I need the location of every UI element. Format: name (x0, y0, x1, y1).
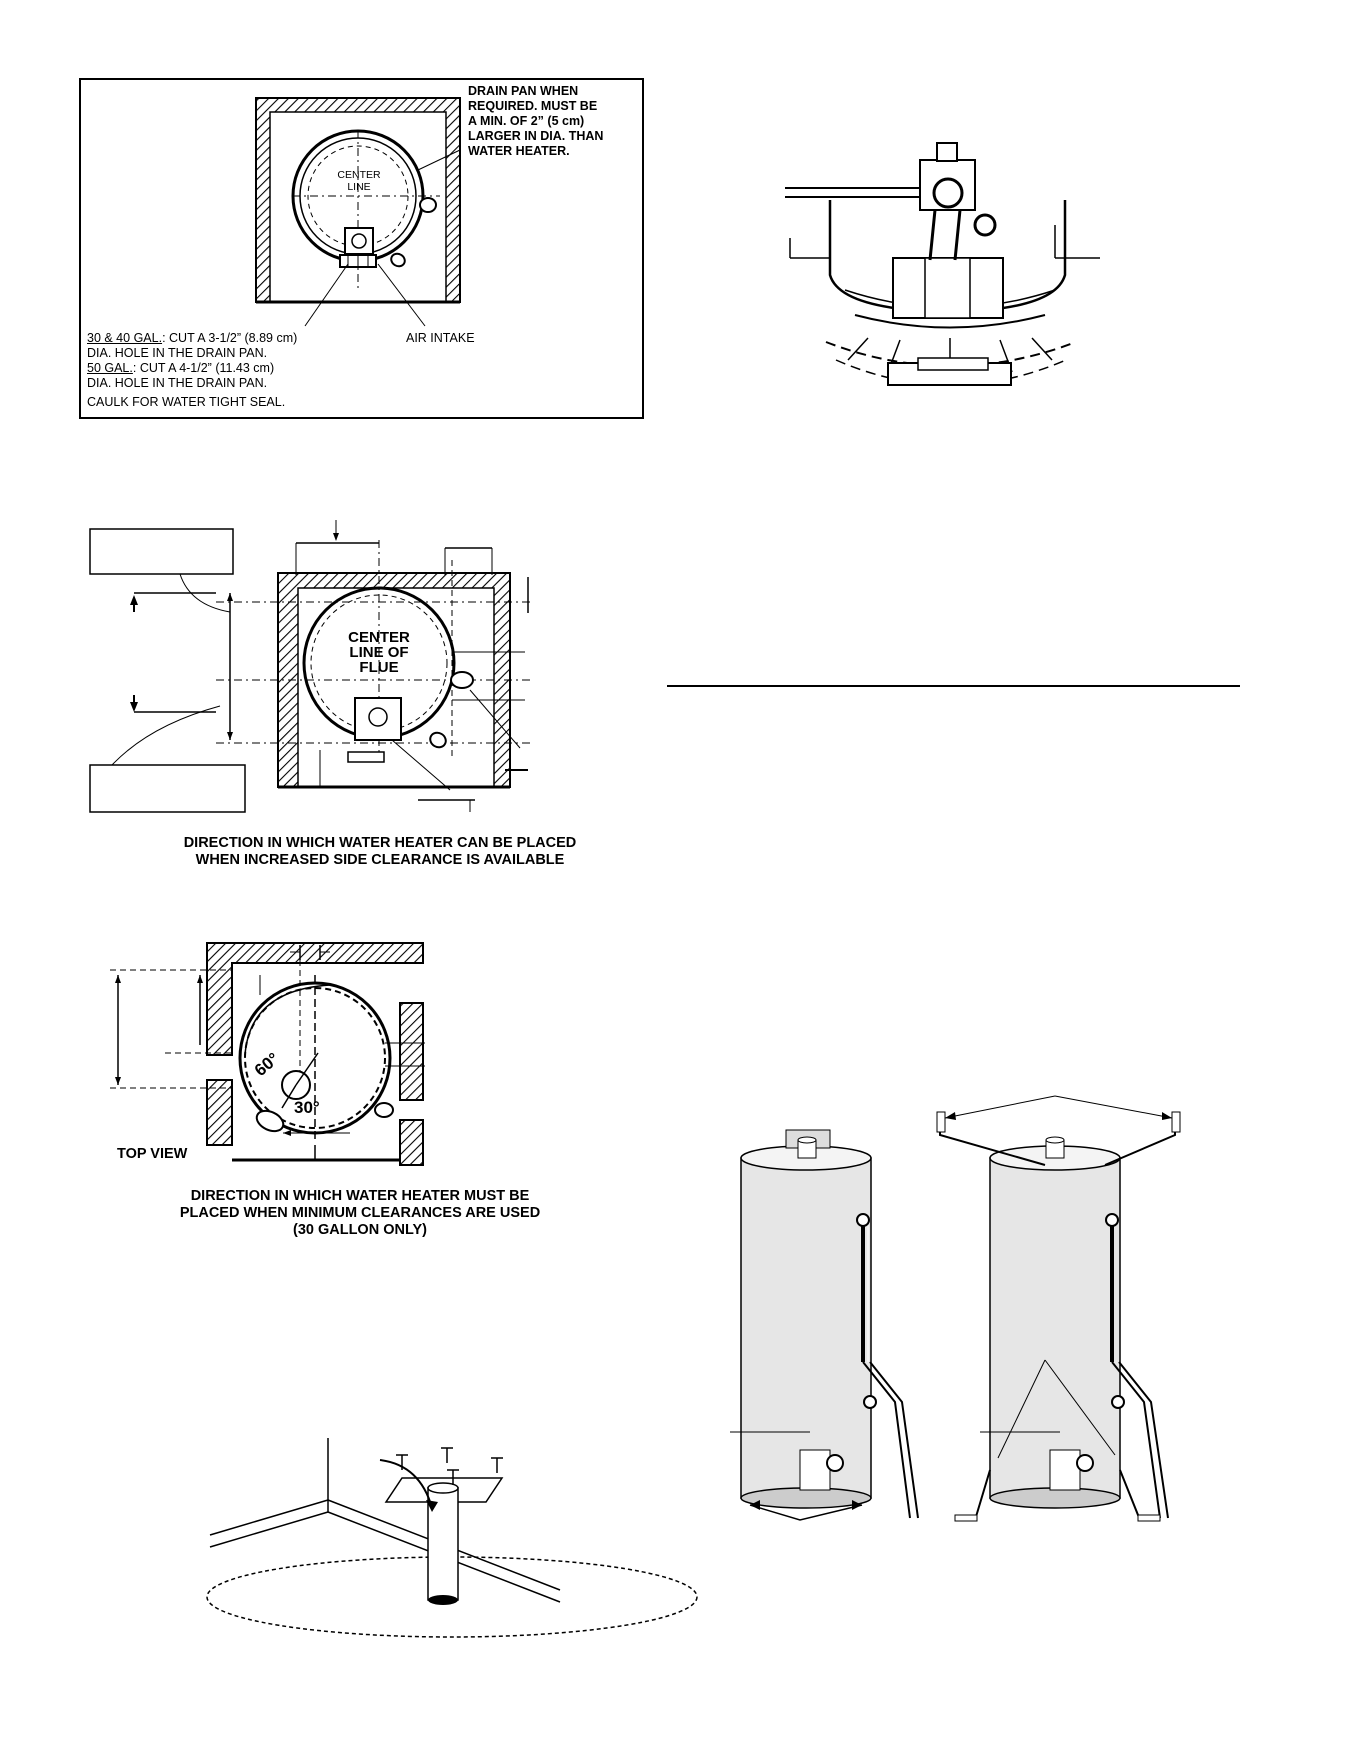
fig2-caption: DIRECTION IN WHICH WATER HEATER CAN BE P… (183, 835, 577, 868)
fig1-air-intake-label: AIR INTAKE (406, 331, 475, 345)
fig1-drain-pan-note: DRAIN PAN WHEN REQUIRED. MUST BE A MIN. … (468, 84, 604, 158)
fig3-caption: DIRECTION IN WHICH WATER HEATER MUST BE … (179, 1188, 541, 1238)
fig1-hole-30-40-label: 30 & 40 GAL. (87, 331, 163, 345)
fig3-enclosure-walls (206, 942, 424, 1166)
fig6-heater-left (730, 1129, 919, 1521)
fig1-hole-50-label: 50 GAL. (87, 361, 133, 375)
fig1-frame (79, 78, 644, 419)
fig1-caulk-note: CAULK FOR WATER TIGHT SEAL. (87, 395, 286, 409)
fig4-tank-footprint (206, 1556, 698, 1638)
fig3-top-view-label: TOP VIEW (117, 1146, 188, 1162)
fig6-heater-right (936, 1095, 1181, 1522)
fig1-hole-notes: 30 & 40 GAL.: CUT A 3-1/2” (8.89 cm) DIA… (87, 331, 297, 410)
fig3-angle-30: 30° (294, 1098, 320, 1117)
fig1-center-line-label: CENTER LINE (337, 169, 381, 193)
fig1-hole-50-text2: DIA. HOLE IN THE DRAIN PAN. (87, 376, 268, 390)
fig2-callout-box-bottom (89, 764, 246, 813)
fig1-hole-30-40-text: : CUT A 3-1/2” (8.89 cm) (162, 331, 298, 345)
fig1-hole-30-40-text2: DIA. HOLE IN THE DRAIN PAN. (87, 346, 268, 360)
fig2-callout-box-top (89, 528, 234, 575)
fig1-hole-50-text: : CUT A 4-1/2” (11.43 cm) (132, 361, 275, 375)
section-divider (667, 685, 1240, 687)
fig2-center-line-of-flue-label: CENTER LINE OF FLUE (348, 629, 410, 676)
